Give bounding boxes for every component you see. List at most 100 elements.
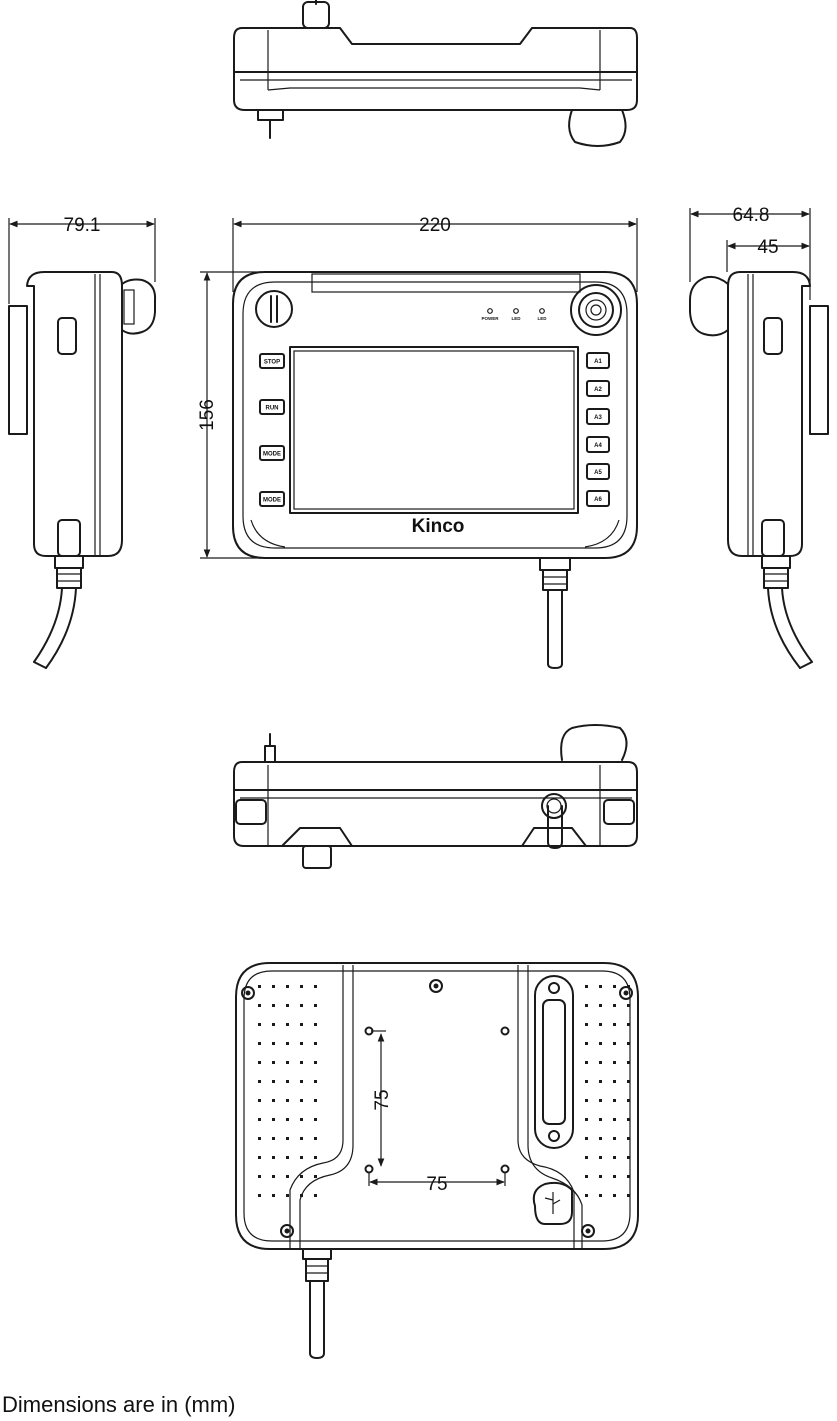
vent-hole bbox=[258, 1004, 261, 1007]
key-a3-label: A3 bbox=[594, 415, 602, 421]
brand-logo: Kinco bbox=[412, 516, 465, 537]
vent-hole bbox=[300, 1023, 303, 1026]
vent-hole bbox=[272, 1118, 275, 1121]
vent-hole bbox=[314, 1118, 317, 1121]
vent-hole bbox=[585, 985, 588, 988]
led-label-3: LED bbox=[538, 316, 548, 321]
vent-hole bbox=[585, 1118, 588, 1121]
dim-mount-vertical-label: 75 bbox=[372, 1089, 393, 1110]
vent-hole bbox=[286, 1042, 289, 1045]
vent-hole bbox=[627, 1042, 630, 1045]
vent-hole bbox=[258, 1042, 261, 1045]
vent-hole bbox=[613, 1156, 616, 1159]
vent-hole bbox=[314, 1023, 317, 1026]
vent-hole bbox=[272, 985, 275, 988]
vent-hole bbox=[599, 1061, 602, 1064]
led-label-2: LED bbox=[512, 316, 522, 321]
vent-hole bbox=[599, 985, 602, 988]
vent-hole bbox=[272, 1099, 275, 1102]
right-side-view bbox=[689, 271, 829, 669]
dim-right-total-label: 64.8 bbox=[733, 205, 770, 226]
vent-hole bbox=[258, 985, 261, 988]
vent-hole bbox=[272, 1156, 275, 1159]
vent-hole bbox=[300, 1004, 303, 1007]
vent-holes bbox=[258, 985, 630, 1197]
vent-hole bbox=[258, 1118, 261, 1121]
led-indicators: POWER LED LED bbox=[481, 308, 548, 321]
vent-hole bbox=[258, 1080, 261, 1083]
vent-hole bbox=[599, 1080, 602, 1083]
vent-hole bbox=[300, 1118, 303, 1121]
vent-hole bbox=[272, 1080, 275, 1083]
vent-hole bbox=[272, 1061, 275, 1064]
vent-hole bbox=[585, 1023, 588, 1026]
vent-hole bbox=[314, 985, 317, 988]
vent-hole bbox=[272, 1137, 275, 1140]
vent-hole bbox=[613, 1137, 616, 1140]
dim-side-depth-label: 79.1 bbox=[64, 215, 101, 236]
vent-hole bbox=[627, 1080, 630, 1083]
vent-hole bbox=[627, 1061, 630, 1064]
vent-hole bbox=[613, 1061, 616, 1064]
key-a5-label: A5 bbox=[594, 470, 602, 476]
vent-hole bbox=[613, 1099, 616, 1102]
vent-hole bbox=[599, 1004, 602, 1007]
front-view: POWER LED LED STOP RUN MODE MODE A1 A2 A… bbox=[232, 271, 638, 669]
dim-mount-horizontal-label: 75 bbox=[426, 1174, 447, 1195]
vent-hole bbox=[258, 1194, 261, 1197]
vent-hole bbox=[300, 1194, 303, 1197]
vent-hole bbox=[300, 1175, 303, 1178]
dim-right-depth bbox=[689, 208, 811, 300]
vent-hole bbox=[300, 1061, 303, 1064]
vent-hole bbox=[314, 1061, 317, 1064]
vent-hole bbox=[286, 1118, 289, 1121]
key-a1-label: A1 bbox=[594, 359, 602, 365]
vent-hole bbox=[627, 1099, 630, 1102]
vent-hole bbox=[286, 1023, 289, 1026]
key-stop-label: STOP bbox=[264, 360, 280, 366]
vent-hole bbox=[300, 985, 303, 988]
vent-hole bbox=[599, 1175, 602, 1178]
vent-hole bbox=[286, 1137, 289, 1140]
vent-hole bbox=[613, 1194, 616, 1197]
vent-hole bbox=[585, 1099, 588, 1102]
vent-hole bbox=[258, 1099, 261, 1102]
vent-hole bbox=[613, 985, 616, 988]
dim-side-depth bbox=[8, 218, 156, 304]
vent-hole bbox=[286, 1099, 289, 1102]
vent-hole bbox=[272, 1194, 275, 1197]
dim-front-height-label: 156 bbox=[197, 399, 218, 431]
vent-hole bbox=[272, 1042, 275, 1045]
vent-hole bbox=[613, 1042, 616, 1045]
vent-hole bbox=[286, 1004, 289, 1007]
key-a2-label: A2 bbox=[594, 387, 602, 393]
vent-hole bbox=[613, 1118, 616, 1121]
vent-hole bbox=[314, 1175, 317, 1178]
vent-hole bbox=[314, 1156, 317, 1159]
vent-hole bbox=[286, 1080, 289, 1083]
vent-hole bbox=[300, 1042, 303, 1045]
vent-hole bbox=[585, 1156, 588, 1159]
vent-hole bbox=[599, 1118, 602, 1121]
vent-hole bbox=[300, 1080, 303, 1083]
vent-hole bbox=[627, 985, 630, 988]
vent-hole bbox=[599, 1137, 602, 1140]
vent-hole bbox=[258, 1137, 261, 1140]
vent-hole bbox=[585, 1004, 588, 1007]
vent-hole bbox=[599, 1194, 602, 1197]
vent-hole bbox=[286, 985, 289, 988]
vent-hole bbox=[627, 1004, 630, 1007]
vent-hole bbox=[585, 1042, 588, 1045]
back-view bbox=[235, 962, 639, 1359]
key-mode-label-1: MODE bbox=[263, 452, 281, 458]
key-a6-label: A6 bbox=[594, 497, 602, 503]
vent-hole bbox=[613, 1023, 616, 1026]
vent-hole bbox=[272, 1175, 275, 1178]
vent-hole bbox=[272, 1023, 275, 1026]
dim-front-width bbox=[232, 218, 638, 292]
vent-hole bbox=[613, 1004, 616, 1007]
vent-hole bbox=[585, 1175, 588, 1178]
vent-hole bbox=[300, 1156, 303, 1159]
top-view bbox=[233, 0, 638, 147]
vent-hole bbox=[258, 1023, 261, 1026]
